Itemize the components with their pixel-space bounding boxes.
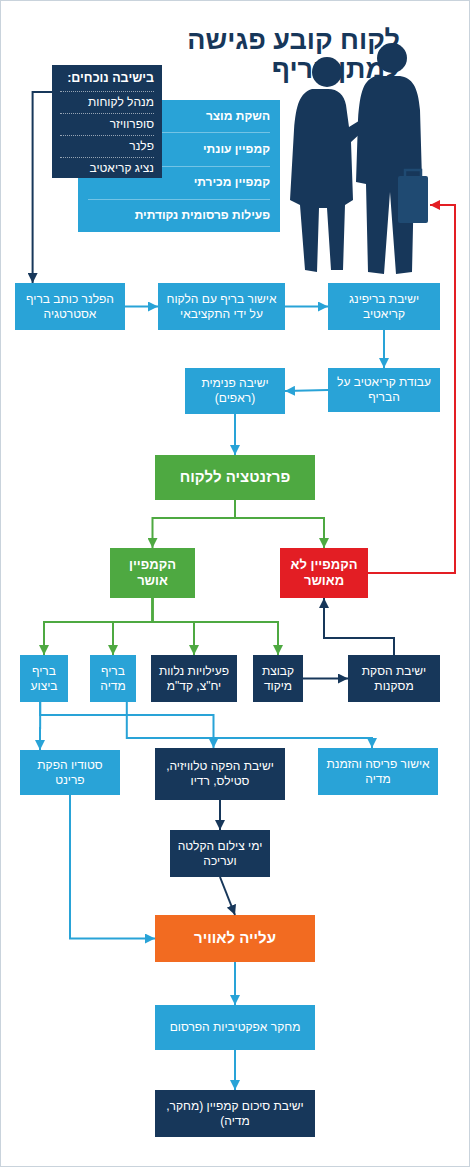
node-text: פרזנטציה ללקוח [159, 468, 311, 487]
meeting-box: ישיבת סיכום קמפיין (מחקר, מדיה) [155, 1090, 315, 1137]
node-text: מחקר אפקטיביות הפרסום [159, 1020, 311, 1035]
list-item: נציג קריאטיב [60, 157, 154, 179]
flow-arrow [235, 500, 324, 548]
process-box: עבודת קריאטיב על הבריף [328, 368, 440, 412]
node-text: הקמפיין לא מאושר [284, 557, 364, 590]
node-text: סטודיו הפקת פרינט [24, 758, 116, 788]
node-text: הקמפיין אושר [114, 557, 191, 590]
attendees-box: בישיבה נוכחים:מנהל לקוחותסופרוויזרפלנרנצ… [52, 65, 162, 178]
node-text: אישור פריסה והזמנת מדיה [322, 757, 434, 787]
flow-arrow [219, 800, 221, 830]
node-text: בריף ביצוע [22, 664, 66, 694]
briefcase [398, 176, 428, 223]
process-box: ישיבה פנימית (ראפים) [185, 368, 285, 414]
node-text: ישיבת בריפינג קריאטיב [332, 292, 436, 322]
flow-arrow [125, 306, 158, 308]
brief-box: בריף מדיה [90, 655, 136, 702]
process-box: ימי צילום הקלטה ועריכה [170, 830, 270, 877]
flow-arrow [113, 598, 153, 655]
node-text: עלייה לאוויר [159, 929, 311, 948]
flow-arrow [40, 702, 213, 748]
flow-arrow [153, 500, 236, 548]
brief-box: בריף ביצוע [20, 655, 68, 702]
node-text: ישיבת הפקה טלוויזיה, סטילס, רדיו [159, 759, 281, 789]
flow-arrow [153, 598, 279, 655]
flow-arrow [285, 306, 328, 308]
process-box: אישור בריף עם הלקוח על ידי התקציבאי [158, 283, 285, 330]
node-text: עבודת קריאטיב על הבריף [332, 375, 436, 405]
node-text: ישיבת סיכום קמפיין (מחקר, מדיה) [159, 1099, 311, 1129]
presentation-box: פרזנטציה ללקוח [155, 455, 315, 500]
list-heading: בישיבה נוכחים: [60, 71, 154, 91]
flow-arrow [234, 1050, 236, 1090]
flow-arrow [285, 390, 328, 391]
approved-box: הקמפיין אושר [110, 548, 195, 598]
flow-arrow [39, 702, 41, 750]
node-text: בריף מדיה [92, 664, 134, 694]
briefcase-handle [405, 170, 421, 176]
flow-arrow [153, 598, 195, 655]
process-box: אישור פריסה והזמנת מדיה [318, 748, 438, 795]
diagram-title: לקוח קובע פגישה למתן בריף [145, 26, 400, 84]
flow-arrow [44, 598, 153, 655]
rejected-box: הקמפיין לא מאושר [280, 548, 368, 598]
node-text: קבוצת מיקוד [255, 664, 301, 694]
flow-arrow [220, 877, 235, 915]
node-text: ישיבה פנימית (ראפים) [189, 376, 281, 406]
node-text: ימי צילום הקלטה ועריכה [174, 839, 266, 869]
band-item: פעילות פרסומית נקודתית [88, 200, 270, 232]
node-text: הפלנר כותב בריף אסטרטגיה [19, 292, 121, 322]
process-box: ישיבת בריפינג קריאטיב [328, 283, 440, 330]
node-text: אישור בריף עם הלקוח על ידי התקציבאי [160, 292, 283, 322]
process-box: הפלנר כותב בריף אסטרטגיה [15, 283, 125, 330]
meeting-box: ישיבת הפקה טלוויזיה, סטילס, רדיו [155, 748, 285, 800]
list-item: מנהל לקוחות [60, 91, 154, 113]
flow-arrow [234, 962, 236, 1005]
flow-arrow [383, 330, 385, 368]
flow-arrow [70, 795, 155, 939]
flow-arrow [33, 92, 52, 283]
meeting-box: ישיבת הסקת מסקנות [348, 655, 440, 702]
flow-arrow [234, 414, 236, 455]
man-body [356, 76, 422, 274]
process-box: מחקר אפקטיביות הפרסום [155, 1005, 315, 1050]
list-item: פלנר [60, 135, 154, 157]
process-box: סטודיו הפקת פרינט [20, 750, 120, 795]
node-text: ישיבת הסקת מסקנות [352, 664, 436, 694]
node-text: פעילויות נלוות יח"צ, קד"מ [153, 664, 235, 694]
flow-arrow [303, 678, 348, 680]
process-box: פעילויות נלוות יח"צ, קד"מ [151, 655, 237, 702]
process-box: קבוצת מיקוד [253, 655, 303, 702]
flow-arrow [324, 598, 394, 655]
list-item: סופרוויזר [60, 113, 154, 135]
launch-box: עלייה לאוויר [155, 915, 315, 962]
flow-arrow [127, 702, 372, 748]
